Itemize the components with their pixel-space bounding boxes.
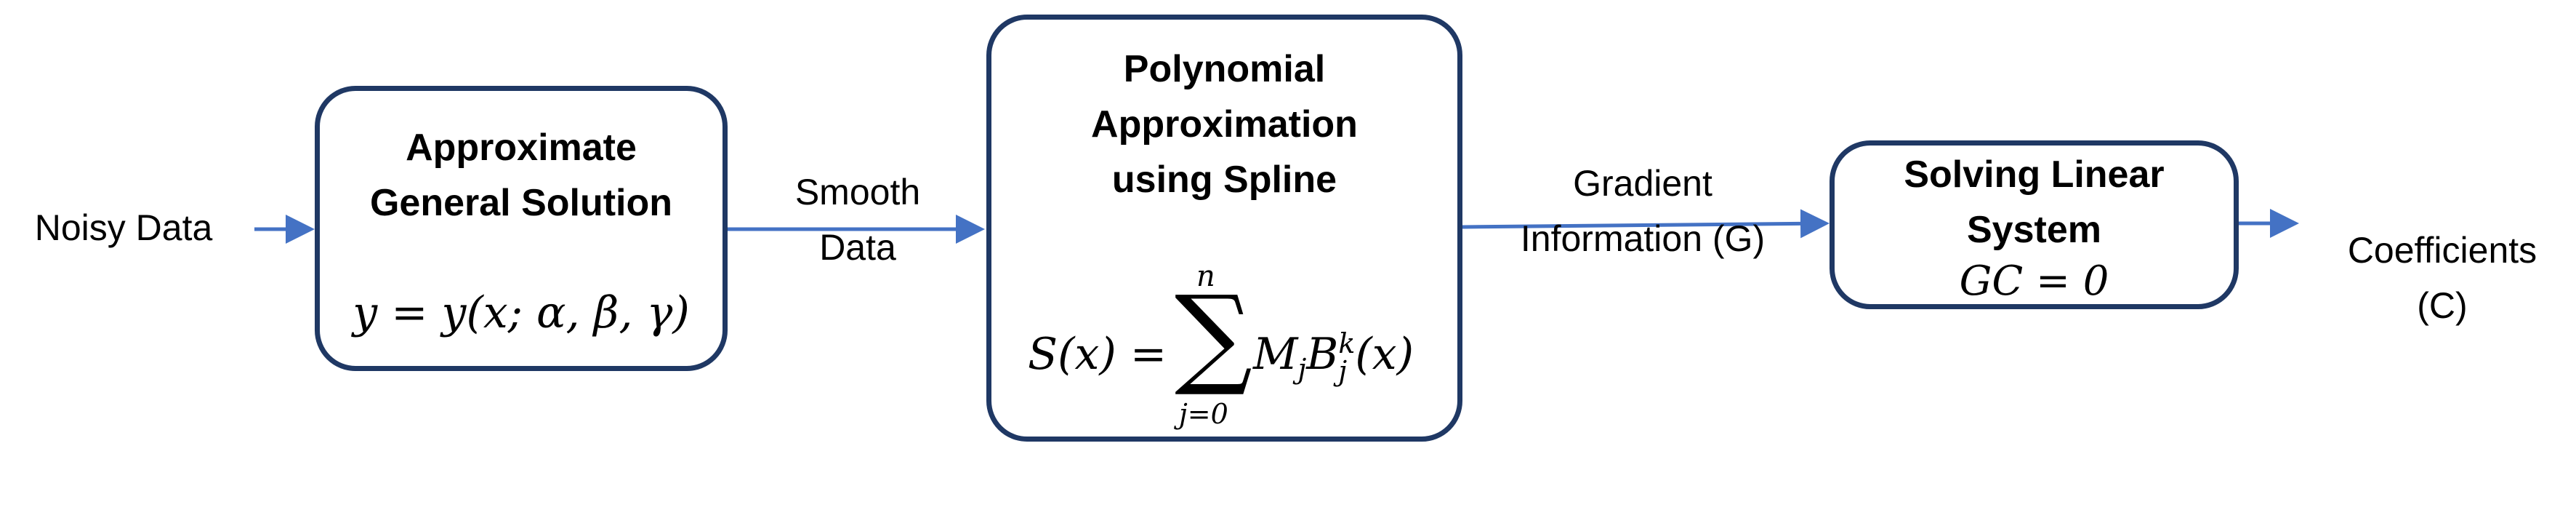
rhs-tail: (x) (1355, 329, 1414, 380)
input-label: Noisy Data (15, 200, 233, 255)
output-label: Coefficients (C) (2311, 167, 2573, 333)
box3-equation: GC = 0 (1959, 258, 2109, 305)
rhs-b-sup: k (1338, 327, 1356, 360)
box1-title: Approximate General Solution (369, 127, 673, 224)
box-polynomial-approximation: Polynomial Approximation using Spline S(… (986, 15, 1462, 442)
box-solving-linear-system: Solving Linear System GC = 0 (1830, 140, 2239, 309)
arrow-box2-to-box3 (1462, 209, 1830, 239)
input-label-text: Noisy Data (34, 207, 213, 248)
box3-title: Solving Linear System (1904, 154, 2165, 251)
summation-icon: ∑ (1175, 273, 1253, 399)
edge-label-gradient-information: Gradient Information (G) (1483, 100, 1803, 266)
edge-label-smooth-data: Smooth Data (749, 109, 967, 275)
rhs-m-sub: j (1297, 353, 1307, 385)
sum-lower-limit: j=0 (1179, 398, 1228, 430)
rhs-b: B (1306, 329, 1339, 380)
edge1-label-text: Smooth Data (794, 172, 921, 268)
edge2-label-text: Gradient Information (G) (1520, 163, 1766, 259)
output-label-text: Coefficients (C) (2347, 230, 2537, 326)
box1-equation: y = y(x; α, β, γ) (353, 287, 690, 338)
box2-equation-lhs: S(x) = (1028, 329, 1167, 380)
rhs-m: M (1253, 329, 1298, 380)
box-approximate-general-solution: Approximate General Solution y = y(x; α,… (315, 86, 728, 371)
box2-title: Polynomial Approximation using Spline (1091, 48, 1358, 201)
rhs-b-sub: j (1338, 355, 1348, 388)
sum-upper-limit: n (1196, 260, 1215, 293)
